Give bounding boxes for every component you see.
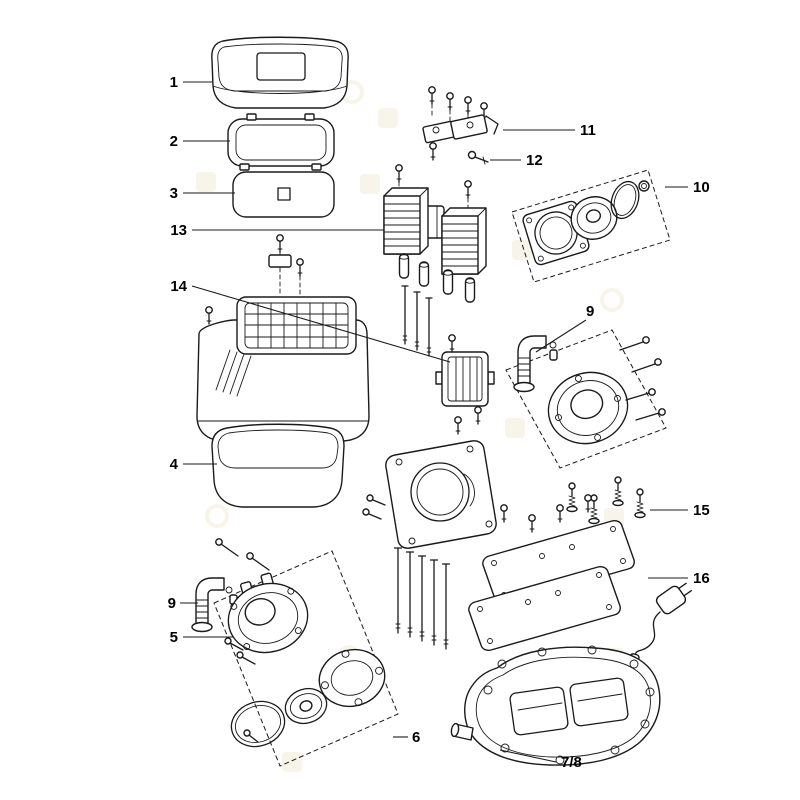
leader-lines: [180, 81, 688, 763]
label-part-11: 11: [580, 122, 596, 139]
diaphragm-disc-art: [284, 687, 328, 725]
main-housing-art: [196, 234, 370, 442]
part-5-pump-casing-art: [227, 572, 309, 654]
part-11-bracket-art: [422, 86, 499, 161]
pump-assembly-left-group-art: [191, 538, 399, 767]
label-part-6: 6: [412, 729, 420, 746]
label-part-2: 2: [170, 133, 178, 150]
part-1-top-cover-art: [211, 36, 349, 109]
part-13-electromagnet-art: [383, 164, 487, 357]
label-part-9-right: 9: [586, 303, 594, 320]
label-part-12: 12: [526, 152, 543, 169]
part-12-screw-art: [467, 150, 489, 165]
part-16-plates-art: [468, 494, 635, 651]
part-14-core-bracket-art: [435, 334, 495, 425]
label-part-15: 15: [693, 502, 710, 519]
label-part-14: 14: [170, 278, 187, 295]
label-part-4: 4: [170, 456, 179, 473]
assembly-screws-right: [619, 336, 666, 421]
label-part-3: 3: [170, 185, 178, 202]
part-labels: 1 2 3 13 14 4 9 5 6 7/8 11 12 10 9 15 16: [168, 74, 710, 771]
flange-ring-art: [318, 648, 386, 708]
label-part-13: 13: [170, 222, 187, 239]
center-plate-art: [362, 416, 497, 650]
label-part-7-8: 7/8: [561, 754, 582, 771]
pump-head-right-group-art: [505, 329, 667, 469]
part-2-gasket-art: [227, 113, 335, 171]
label-part-10: 10: [693, 179, 710, 196]
part-4-tank-art: [211, 423, 345, 508]
part-3-filter-art: [232, 171, 335, 218]
label-part-16: 16: [693, 570, 710, 587]
label-part-1: 1: [170, 74, 178, 91]
part-9-elbow-right-art: [513, 335, 558, 393]
label-part-9-left: 9: [168, 595, 176, 612]
part-9-elbow-left-art: [191, 577, 238, 633]
label-part-5: 5: [170, 629, 178, 646]
part-10-diaphragm-set-art: [511, 169, 671, 283]
part-7-8-base-art: [450, 645, 661, 766]
